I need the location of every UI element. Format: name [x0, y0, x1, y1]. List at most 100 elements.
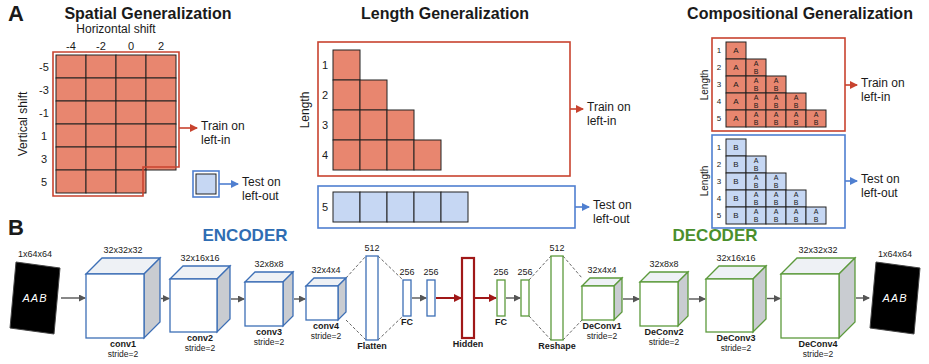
dimension-label: 1x64x64: [18, 250, 52, 260]
dashed-line: [378, 256, 403, 280]
grid-cell: [387, 140, 414, 170]
fraction-label: A B: [814, 111, 819, 127]
conv-layer: 32x8x8DeConv2stride=2: [640, 272, 688, 326]
train-arrow: [179, 127, 197, 129]
grid-cell: [56, 147, 86, 170]
text-label: DECODER: [672, 227, 757, 246]
text-label: A: [733, 97, 738, 106]
grid-cell: [333, 110, 360, 140]
grid-cell: [86, 101, 116, 124]
conv-layer: 32x16x16DeConv3stride=2: [706, 266, 766, 332]
cube-front: [706, 279, 753, 332]
text-label: B: [733, 160, 738, 169]
cube-side: [283, 272, 293, 326]
grid-cell: [86, 55, 116, 78]
text-label: B: [733, 177, 738, 186]
grid-cell: [746, 190, 766, 207]
layer-shape: [640, 272, 688, 326]
text-label: 2: [322, 89, 328, 101]
conv-layer: 32x4x4DeConv1stride=2: [582, 278, 622, 320]
dimension-label: 32x32x32: [798, 246, 837, 256]
panel-title: Compositional Generalization: [687, 5, 913, 23]
hidden-layer: Hidden: [462, 258, 474, 338]
grid-cell: [196, 174, 216, 194]
panel-title: Spatial Generalization: [64, 5, 231, 23]
text-label: 2: [717, 63, 721, 72]
arrow-line: [623, 298, 639, 299]
layer-rect: [521, 280, 529, 316]
grid-cell: [726, 59, 746, 76]
fraction-label: A B: [774, 174, 779, 190]
dashed-projection: [563, 256, 582, 340]
grid-cell: [116, 124, 146, 147]
grid-cell: [786, 93, 806, 110]
dimension-label: 32x16x16: [716, 254, 755, 264]
layer-name: Flatten: [357, 342, 387, 352]
text-label: 3: [717, 177, 721, 186]
grid-cell: [414, 140, 441, 170]
image-box: 1x64x64AAB: [870, 262, 920, 334]
text-label: 1: [41, 129, 47, 141]
dashed-line: [529, 316, 551, 340]
image-text: AAB: [22, 292, 47, 304]
cube-side: [614, 278, 622, 320]
grid-cell: [333, 192, 360, 222]
grid-cell: [766, 173, 786, 190]
fraction-label: A B: [794, 208, 799, 224]
grid-cell: [146, 101, 176, 124]
grid-cell: [786, 190, 806, 207]
arrow-line: [436, 297, 461, 299]
arrow-line: [506, 297, 520, 298]
layer-shape: [706, 266, 766, 332]
fraction-label: A B: [754, 174, 759, 190]
arrow: [436, 298, 461, 299]
arrow-line: [231, 298, 244, 299]
layer-shape: [521, 280, 529, 316]
cube-front: [86, 274, 144, 338]
arrow-line: [767, 298, 780, 299]
image-box: 1x64x64AAB: [10, 262, 60, 334]
cube-side: [753, 266, 766, 332]
text-label: 3: [717, 80, 721, 89]
arrow: [623, 299, 639, 300]
layer-rect: [403, 280, 411, 316]
image-text: AAB: [882, 292, 907, 304]
grid-cell: [146, 124, 176, 147]
text-label: A: [733, 46, 738, 55]
arrow-line: [689, 298, 705, 299]
fc-layer: 512Flatten: [366, 256, 378, 340]
layer-shape: [582, 278, 622, 320]
text-label: B: [733, 143, 738, 152]
arrow: [294, 299, 305, 300]
text-label: Train on left-in: [861, 77, 923, 105]
conv-layer: 32x32x32conv1stride=2: [86, 258, 160, 338]
test-outline: [318, 186, 575, 228]
layer-name: DeConv2: [644, 328, 683, 338]
text-label: 3: [322, 119, 328, 131]
layer-shape: [170, 266, 230, 332]
arrow: [475, 298, 496, 299]
text-label: 3: [41, 152, 47, 164]
grid-cell: [387, 110, 414, 140]
layer-shape: [781, 258, 855, 338]
dimension-label: 512: [549, 244, 564, 254]
grid-cell: [746, 173, 766, 190]
fraction-label: A B: [794, 111, 799, 127]
arrow: [61, 298, 85, 299]
fraction-label: A B: [774, 208, 779, 224]
text-label: Length: [699, 70, 710, 101]
grid-cell: [746, 76, 766, 93]
conv-layer: 32x32x32DeConv4stride=2: [781, 258, 855, 338]
fc-layer: 256: [521, 280, 529, 316]
text-label: Test on left-out: [861, 173, 923, 201]
grid-cell: [360, 140, 387, 170]
arrow-line: [294, 298, 305, 299]
fraction-label: A B: [754, 191, 759, 207]
layer-name: stride=2: [803, 350, 833, 359]
train-outline: [712, 38, 845, 131]
layer-rect: [497, 280, 505, 316]
fc-layer: 256FC: [497, 280, 505, 316]
arrow: [412, 298, 426, 299]
dimension-label: 512: [364, 244, 379, 254]
text-label: -2: [96, 40, 106, 52]
